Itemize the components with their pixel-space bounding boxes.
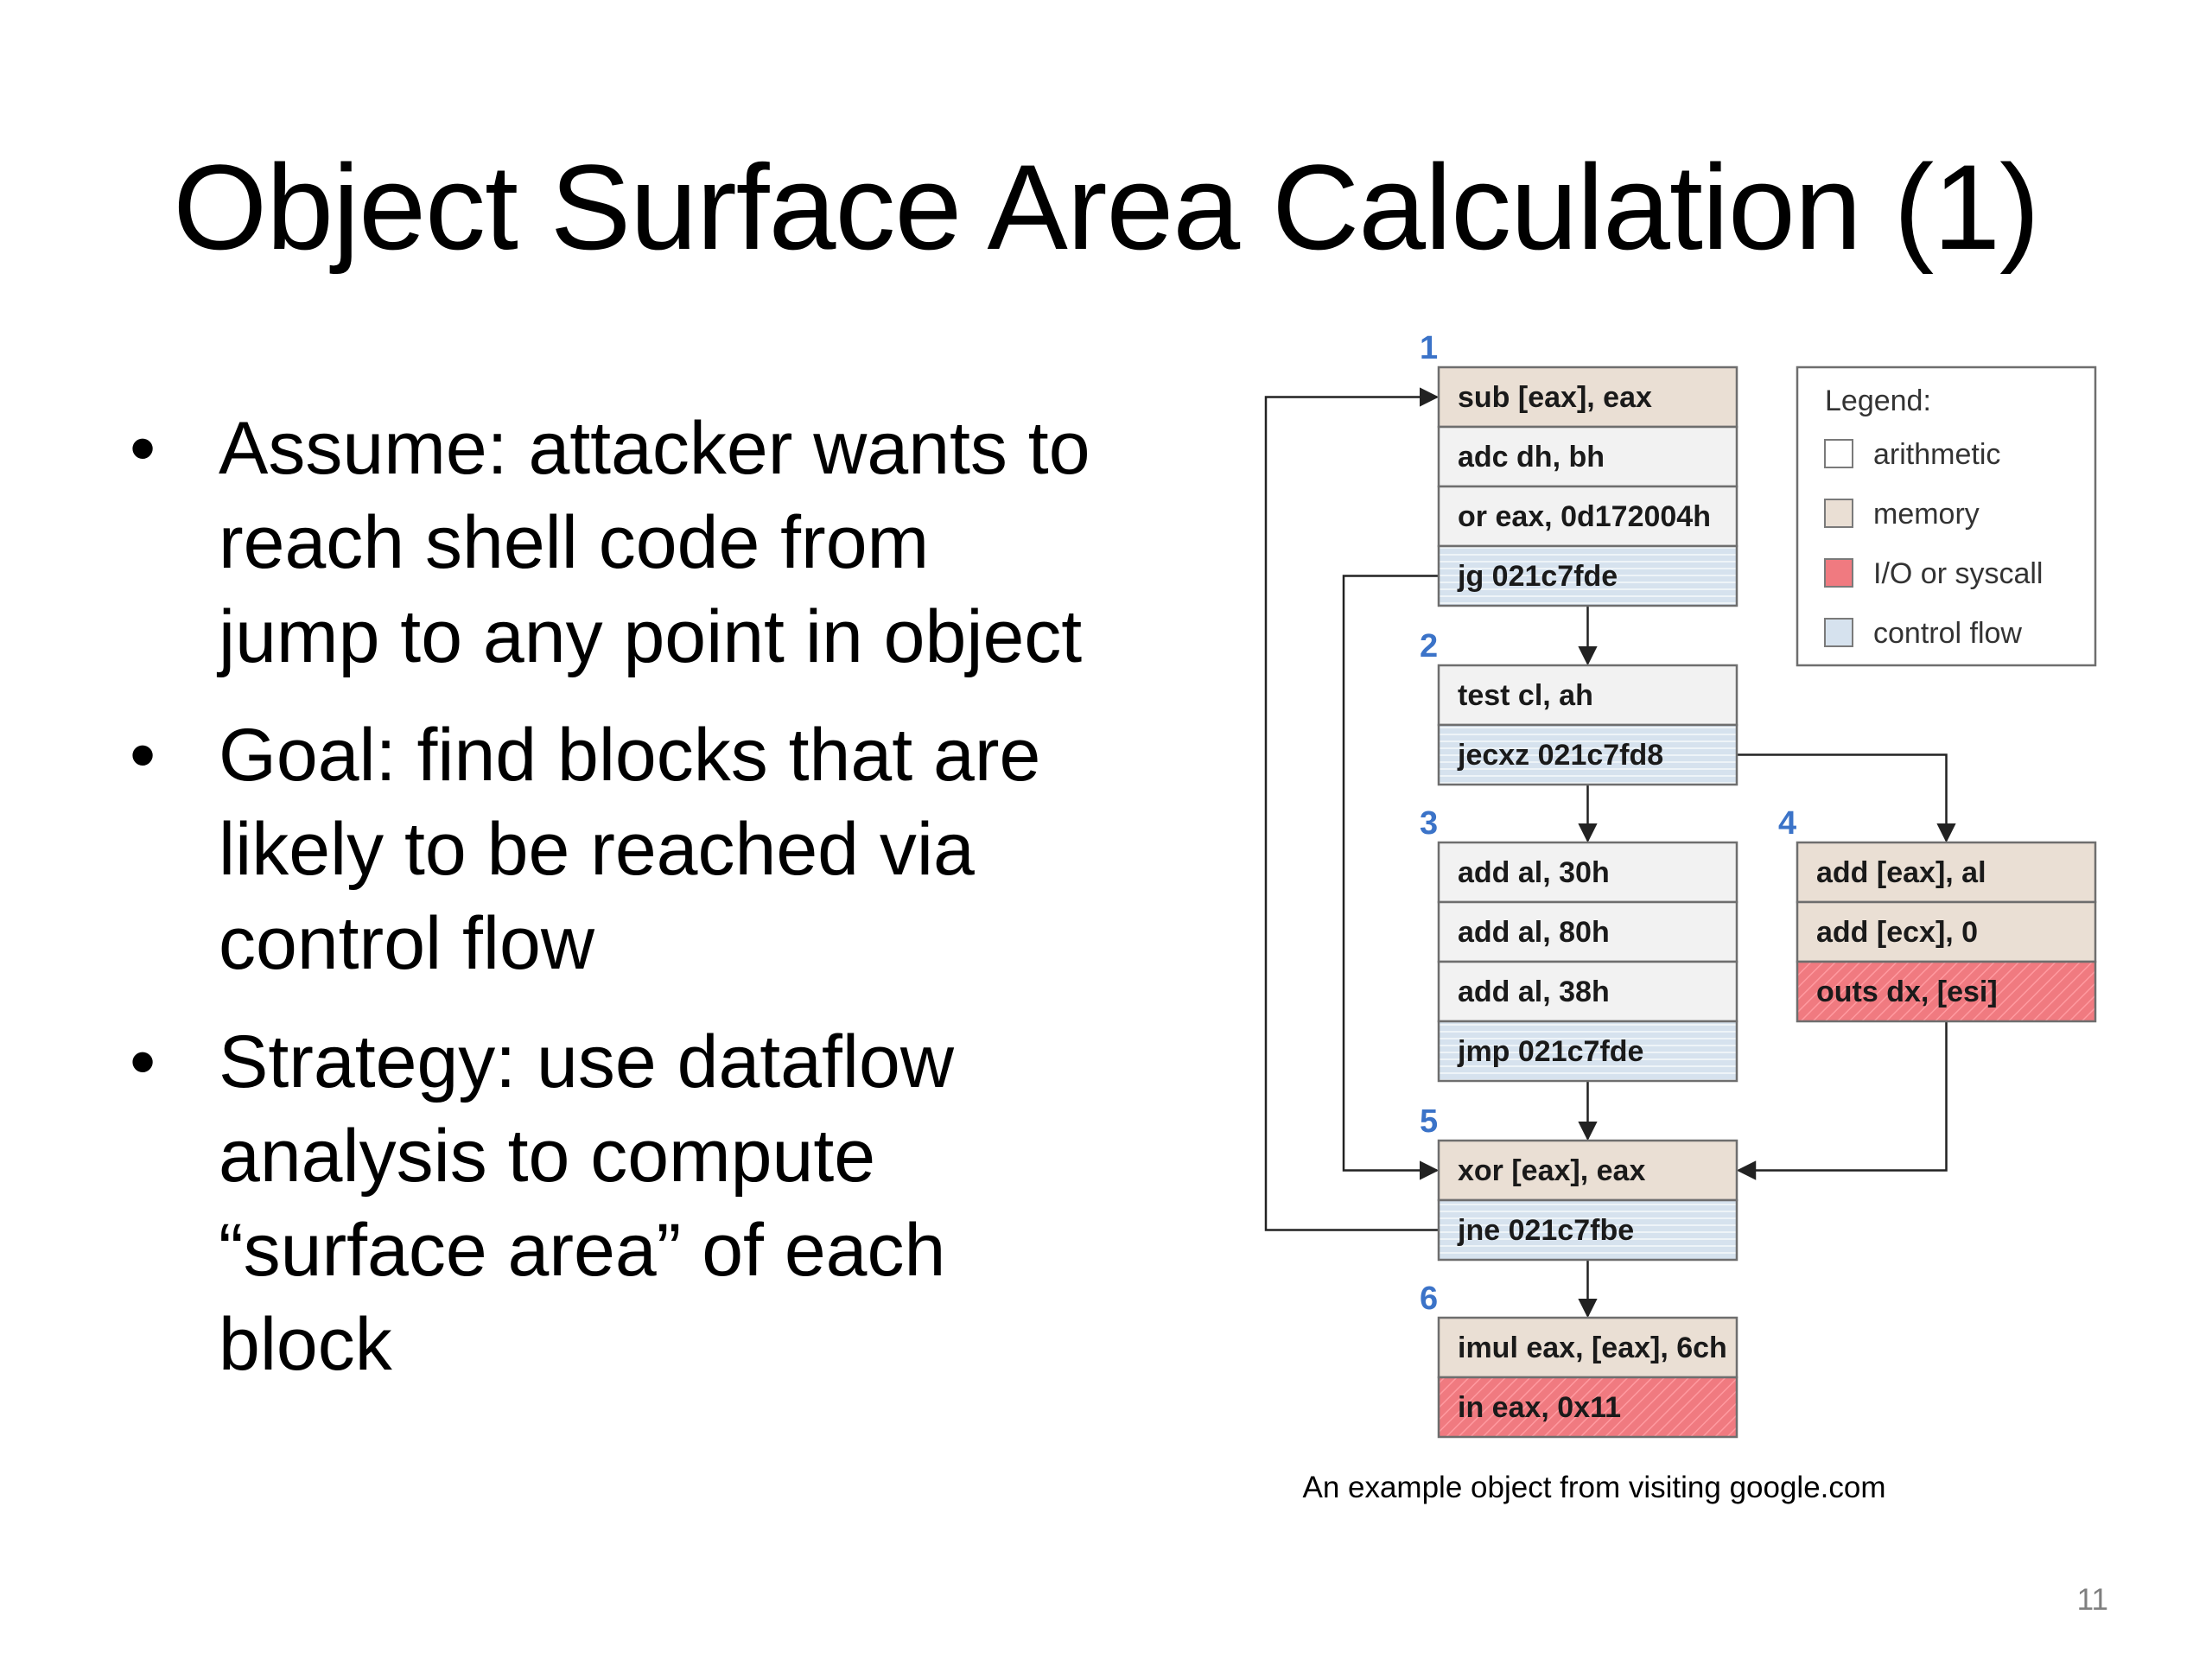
instruction-cell-io-syscall: [1796, 960, 2097, 1023]
bullet-marker: •: [130, 407, 156, 490]
bullet-list: • Assume: attacker wants to reach shell …: [130, 402, 1106, 1416]
bullet-item: • Assume: attacker wants to reach shell …: [130, 402, 1106, 684]
legend-label: memory: [1873, 498, 1980, 531]
instruction-cell-control-flow: [1437, 723, 1738, 786]
bullet-text: Assume: attacker wants to reach shell co…: [219, 407, 1090, 678]
instruction-text: outs dx, [esi]: [1816, 976, 1998, 1008]
instruction-cell-control-flow: [1437, 544, 1738, 607]
instruction-cell-memory: [1796, 841, 2097, 904]
instruction-text: add [ecx], 0: [1816, 916, 1978, 949]
bullet-marker: •: [130, 714, 156, 797]
legend-label: arithmetic: [1873, 438, 2000, 471]
instruction-text: sub [eax], eax: [1458, 381, 1652, 414]
instruction-text: add al, 38h: [1458, 976, 1610, 1008]
instruction-cell-control-flow: [1437, 1020, 1738, 1083]
block-number: 3: [1420, 805, 1438, 842]
figure-caption: An example object from visiting google.c…: [1302, 1471, 1886, 1504]
basic-block-4: 4 add [eax], al add [ecx], 0 outs dx, [esi]: [1778, 805, 2097, 1023]
control-flow-graph: 1 sub [eax], eax adc dh, bh or eax, 0d17200…: [1264, 330, 2097, 1439]
blocks-layer: 1 sub [eax], eax adc dh, bh or eax, 0d17200…: [1420, 330, 2097, 1439]
instruction-cell-arithmetic: [1437, 900, 1738, 963]
instruction-cell-arithmetic: [1437, 960, 1738, 1023]
instruction-cell-arithmetic: [1437, 485, 1738, 548]
instruction-text: imul eax, [eax], 6ch: [1458, 1332, 1727, 1364]
bullet-marker: •: [130, 1020, 156, 1103]
instruction-cell-memory: [1437, 1139, 1738, 1202]
bullet-item: • Goal: find blocks that are likely to b…: [130, 709, 1106, 991]
slide-title: Object Surface Area Calculation (1): [173, 139, 2039, 275]
basic-block-2: 2 test cl, ah jecxz 021c7fd8: [1420, 628, 1738, 786]
instruction-text: add al, 30h: [1458, 856, 1610, 889]
block-number: 6: [1420, 1281, 1438, 1317]
edge-1-to-5: [1342, 575, 1440, 1180]
legend-swatch-arithmetic: [1824, 439, 1853, 468]
legend-swatch-memory: [1824, 499, 1853, 528]
basic-block-5: 5 xor [eax], eax jne 021c7fbe: [1420, 1103, 1738, 1262]
instruction-cell-arithmetic: [1437, 425, 1738, 488]
instruction-text: add [eax], al: [1816, 856, 1986, 889]
instruction-cell-memory: [1796, 900, 2097, 963]
block-number: 1: [1420, 330, 1438, 366]
block-number: 4: [1778, 805, 1796, 842]
basic-block-1: 1 sub [eax], eax adc dh, bh or eax, 0d17200…: [1420, 330, 1738, 607]
edge-4-to-5: [1736, 1021, 1948, 1180]
basic-block-6: 6 imul eax, [eax], 6ch in eax, 0x11: [1420, 1281, 1738, 1439]
bullet-text: Strategy: use dataflow analysis to compu…: [219, 1020, 954, 1386]
edge-2-to-4: [1737, 753, 1956, 843]
instruction-cell-memory: [1437, 1316, 1738, 1379]
basic-block-3: 3 add al, 30h add al, 80h add al, 38h jmp 02…: [1420, 805, 1738, 1083]
edge-5-to-1: [1264, 387, 1440, 1231]
instruction-text: or eax, 0d172004h: [1458, 500, 1711, 533]
instruction-text: jg 021c7fde: [1457, 560, 1618, 593]
legend-swatch-control-flow: [1824, 618, 1853, 647]
legend-label: I/O or syscall: [1873, 557, 2043, 590]
instruction-text: jne 021c7fbe: [1457, 1214, 1634, 1247]
instruction-text: jmp 021c7fde: [1457, 1035, 1643, 1068]
legend-label: control flow: [1873, 617, 2022, 650]
bullet-text: Goal: find blocks that are likely to be …: [219, 714, 1041, 985]
legend-swatch-io-syscall: [1824, 558, 1853, 588]
instruction-text: xor [eax], eax: [1458, 1154, 1645, 1187]
legend-title: Legend:: [1825, 385, 1931, 417]
page-number: 11: [2076, 1583, 2108, 1617]
instruction-text: jecxz 021c7fd8: [1457, 739, 1663, 772]
instruction-text: add al, 80h: [1458, 916, 1610, 949]
instruction-cell-arithmetic: [1437, 841, 1738, 904]
instruction-cell-control-flow: [1437, 1198, 1738, 1262]
instruction-text: in eax, 0x11: [1458, 1391, 1621, 1424]
edges-layer: [1264, 387, 1956, 1319]
instruction-text: adc dh, bh: [1458, 441, 1605, 474]
block-number: 5: [1420, 1103, 1438, 1140]
block-number: 2: [1420, 628, 1438, 664]
instruction-text: test cl, ah: [1458, 679, 1593, 712]
instruction-cell-io-syscall: [1437, 1376, 1738, 1439]
bullet-item: • Strategy: use dataflow analysis to com…: [130, 1015, 1106, 1392]
